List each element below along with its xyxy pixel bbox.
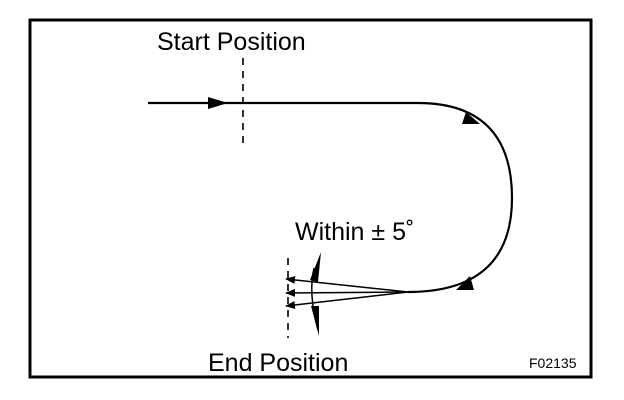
tolerance-arrow-bottom (311, 306, 319, 336)
diagram-frame (28, 18, 593, 379)
direction-arrow-upper-curve (462, 112, 480, 124)
end-line-lower (285, 291, 409, 309)
tolerance-label: Within ± 5˚ (295, 218, 414, 246)
travel-path (148, 101, 514, 294)
end-line-upper (285, 275, 409, 293)
direction-arrow-start (208, 97, 228, 109)
figure-code-label: F02135 (529, 355, 577, 371)
tolerance-arrow-top (310, 252, 321, 282)
direction-arrow-lower-curve (456, 276, 474, 290)
end-line-center (285, 288, 409, 297)
start-position-label: Start Position (157, 28, 306, 56)
end-position-label: End Position (208, 349, 348, 377)
